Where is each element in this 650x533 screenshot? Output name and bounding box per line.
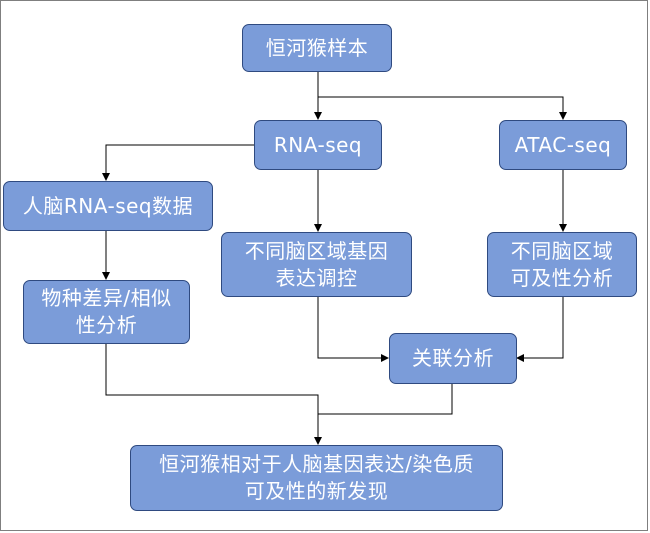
node-brain-atac: 不同脑区域 可及性分析 <box>487 232 637 297</box>
node-discovery-line1: 恒河猴相对于人脑基因表达/染色质 <box>159 452 474 476</box>
node-rnaseq: RNA-seq <box>254 120 382 170</box>
node-species-diff-line2: 性分析 <box>75 313 138 337</box>
node-atacseq: ATAC-seq <box>499 120 627 170</box>
node-sample-label: 恒河猴样本 <box>265 35 369 60</box>
node-sample: 恒河猴样本 <box>242 24 392 72</box>
node-species-diff-line1: 物种差异/相似 <box>41 286 172 310</box>
node-correlation: 关联分析 <box>389 333 517 384</box>
edge-sample-to-atacseq <box>318 96 567 120</box>
node-atacseq-label: ATAC-seq <box>514 132 612 157</box>
edge-brain-regulation-to-correlation <box>317 297 389 362</box>
node-brain-atac-line1: 不同脑区域 <box>510 238 614 263</box>
edge-species-diff-to-discovery <box>105 344 322 445</box>
node-brain-atac-line2: 可及性分析 <box>510 265 614 290</box>
edge-correlation-to-discovery <box>318 384 453 415</box>
node-brain-regulation: 不同脑区域基因 表达调控 <box>221 232 412 297</box>
edge-rnaseq-to-human-rnaseq <box>102 144 254 181</box>
node-human-rnaseq-label: 人脑RNA-seq数据 <box>22 193 194 218</box>
node-human-rnaseq: 人脑RNA-seq数据 <box>3 181 213 231</box>
node-rnaseq-label: RNA-seq <box>273 132 363 157</box>
edge-brain-atac-to-correlation <box>516 297 564 362</box>
node-correlation-label: 关联分析 <box>412 346 494 370</box>
node-species-diff: 物种差异/相似 性分析 <box>23 280 190 344</box>
node-discovery: 恒河猴相对于人脑基因表达/染色质 可及性的新发现 <box>130 445 503 511</box>
node-brain-regulation-line1: 不同脑区域基因 <box>244 238 389 263</box>
node-discovery-line2: 可及性的新发现 <box>244 479 389 503</box>
node-brain-regulation-line2: 表达调控 <box>275 265 358 290</box>
